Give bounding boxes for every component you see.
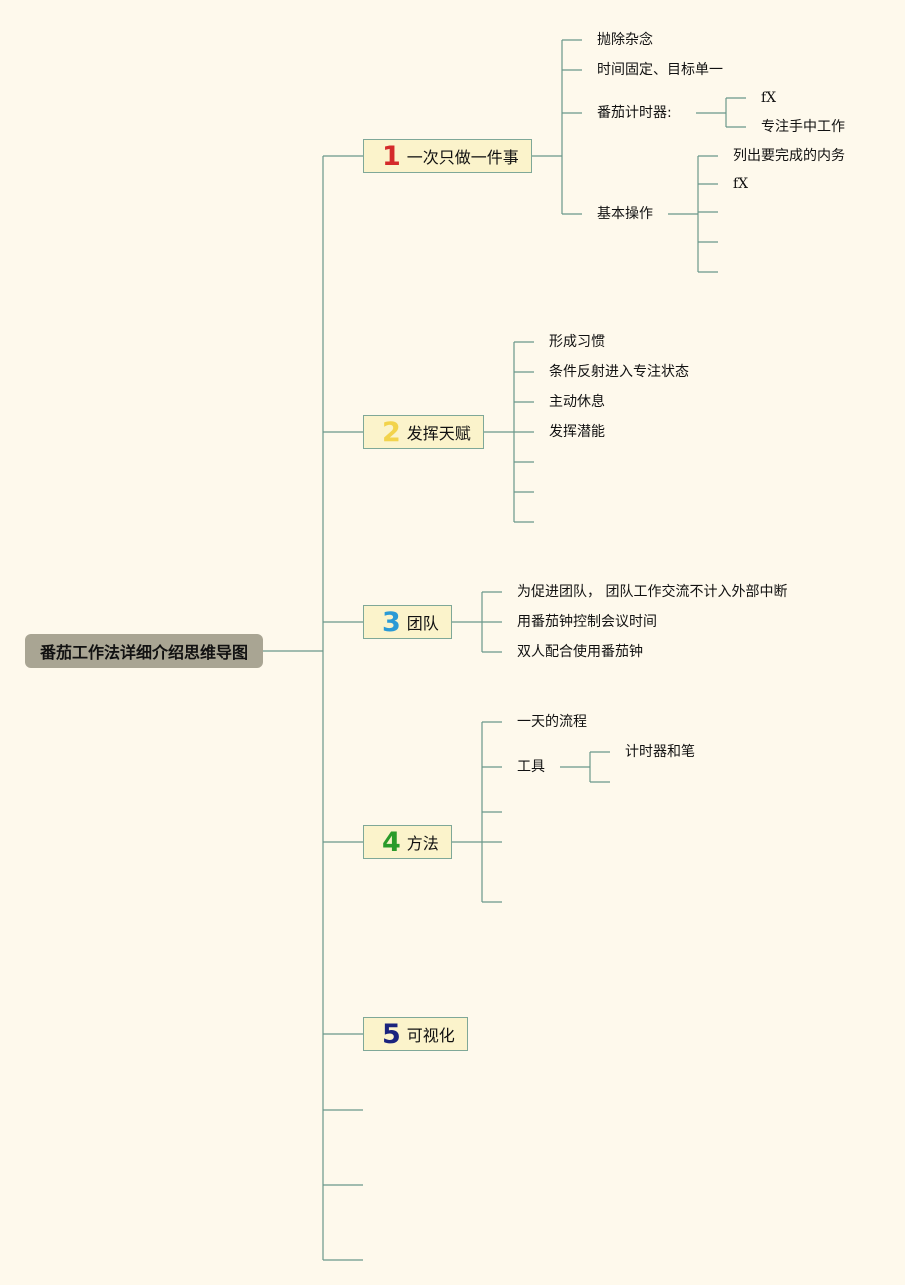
topic-2-label: 发挥天赋 <box>406 424 471 443</box>
topic-1-node[interactable]: 1 一次只做一件事 <box>363 139 532 173</box>
timer-child-item[interactable]: fX <box>761 90 777 106</box>
topic-3-label: 团队 <box>406 614 439 633</box>
topic-3-item[interactable]: 用番茄钟控制会议时间 <box>517 614 657 630</box>
number-3-icon: 3 <box>382 606 401 638</box>
number-4-icon: 4 <box>382 826 401 858</box>
topic-4-item[interactable]: 工具 <box>517 759 545 775</box>
topic-2-item[interactable]: 形成习惯 <box>549 334 605 350</box>
topic-2-item[interactable]: 发挥潜能 <box>549 424 605 440</box>
topic-2-node[interactable]: 2 发挥天赋 <box>363 415 484 449</box>
topic-1-label: 一次只做一件事 <box>406 148 519 167</box>
number-5-icon: 5 <box>382 1018 401 1050</box>
basic-operation-child-item[interactable]: 列出要完成的内务 <box>733 148 845 164</box>
topic-2-item[interactable]: 条件反射进入专注状态 <box>549 364 689 380</box>
basic-operation-child-item[interactable]: fX <box>733 176 749 192</box>
topic-1-item[interactable]: 时间固定、目标单一 <box>597 62 723 78</box>
timer-child-item[interactable]: 专注手中工作 <box>761 119 845 135</box>
topic-4-node[interactable]: 4 方法 <box>363 825 452 859</box>
number-1-icon: 1 <box>382 140 401 172</box>
topic-5-label: 可视化 <box>406 1026 455 1045</box>
number-2-icon: 2 <box>382 416 401 448</box>
root-label: 番茄工作法详细介绍思维导图 <box>39 643 248 662</box>
topic-1-item[interactable]: 番茄计时器: <box>597 105 672 121</box>
topic-1-item[interactable]: 基本操作 <box>597 206 653 222</box>
topic-2-item[interactable]: 主动休息 <box>549 394 605 410</box>
topic-3-item[interactable]: 双人配合使用番茄钟 <box>517 644 643 660</box>
topic-3-item[interactable]: 为促进团队， 团队工作交流不计入外部中断 <box>517 584 788 600</box>
topic-4-item[interactable]: 一天的流程 <box>517 714 587 730</box>
tools-child-item[interactable]: 计时器和笔 <box>625 744 695 760</box>
root-node[interactable]: 番茄工作法详细介绍思维导图 <box>25 634 263 668</box>
topic-1-item[interactable]: 抛除杂念 <box>597 32 653 48</box>
topic-3-node[interactable]: 3 团队 <box>363 605 452 639</box>
topic-5-node[interactable]: 5 可视化 <box>363 1017 468 1051</box>
topic-4-label: 方法 <box>406 834 439 853</box>
